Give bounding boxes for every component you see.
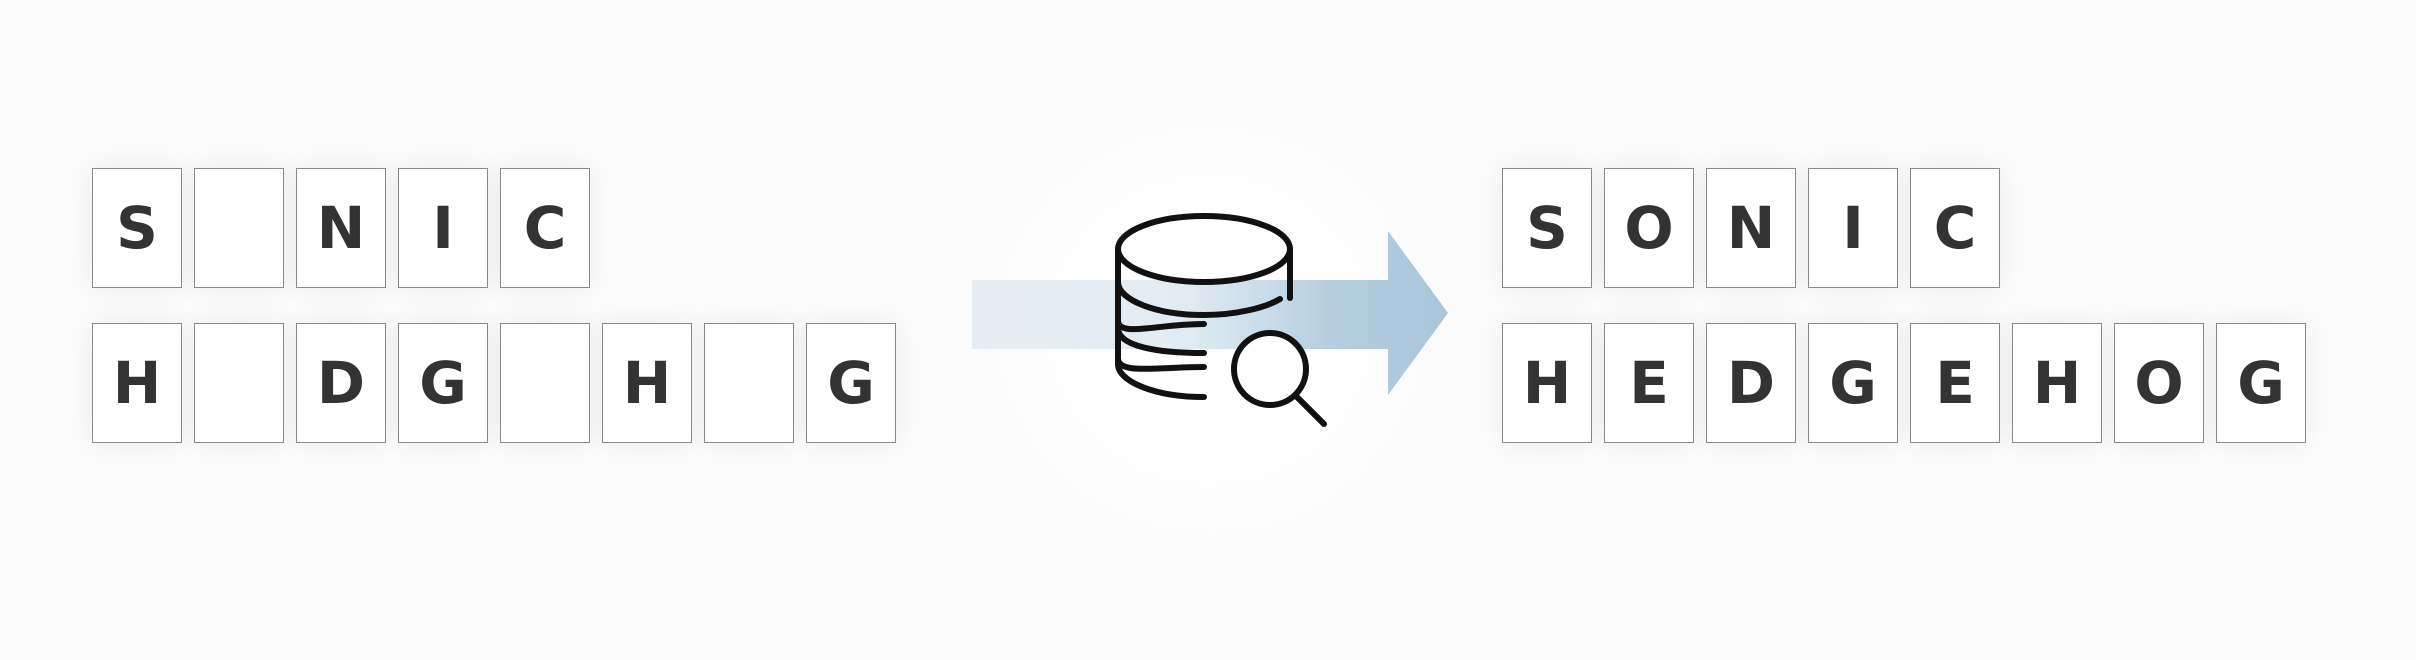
letter-tile: C bbox=[1910, 168, 2000, 288]
letter-tile: O bbox=[2114, 323, 2204, 443]
letter-tile-blank bbox=[500, 323, 590, 443]
letter-tile: D bbox=[1706, 323, 1796, 443]
letter-tile: G bbox=[2216, 323, 2306, 443]
database-search-icon bbox=[1115, 213, 1327, 427]
letter-tile-blank bbox=[194, 323, 284, 443]
letter-tile: H bbox=[92, 323, 182, 443]
letter-tile-blank bbox=[704, 323, 794, 443]
letter-tile: D bbox=[296, 323, 386, 443]
letter-tile: G bbox=[398, 323, 488, 443]
letter-tile-blank bbox=[194, 168, 284, 288]
letter-tile: C bbox=[500, 168, 590, 288]
letter-tile: I bbox=[1808, 168, 1898, 288]
letter-tile: G bbox=[1808, 323, 1898, 443]
letter-tile: H bbox=[1502, 323, 1592, 443]
output-row-hedgehog: H E D G E H O G bbox=[1502, 323, 2306, 443]
letter-tile: G bbox=[806, 323, 896, 443]
letter-tile: E bbox=[1604, 323, 1694, 443]
letter-tile: S bbox=[1502, 168, 1592, 288]
letter-tile: N bbox=[1706, 168, 1796, 288]
letter-tile: I bbox=[398, 168, 488, 288]
output-row-sonic: S O N I C bbox=[1502, 168, 2000, 288]
input-row-hedgehog: H D G H G bbox=[92, 323, 896, 443]
letter-tile: S bbox=[92, 168, 182, 288]
letter-tile: H bbox=[602, 323, 692, 443]
input-row-sonic: S N I C bbox=[92, 168, 590, 288]
letter-tile: H bbox=[2012, 323, 2102, 443]
letter-tile: N bbox=[296, 168, 386, 288]
letter-tile: E bbox=[1910, 323, 2000, 443]
letter-tile: O bbox=[1604, 168, 1694, 288]
